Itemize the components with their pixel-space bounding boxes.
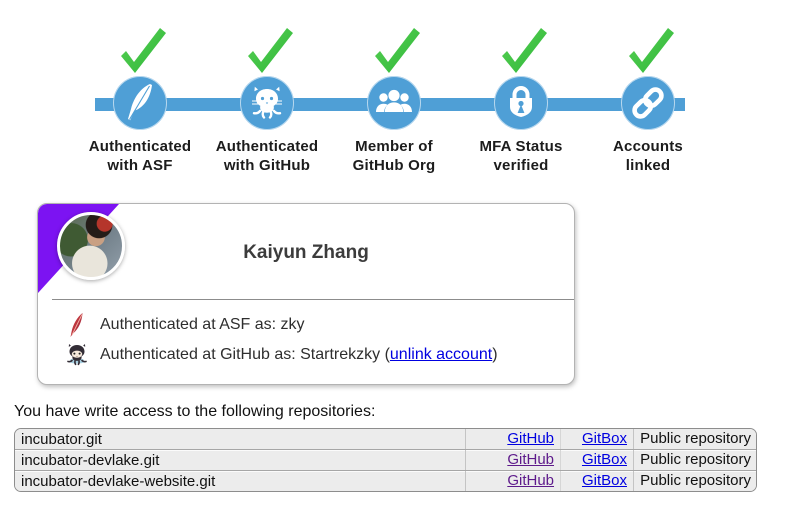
asf-auth-row: Authenticated at ASF as: zky [62, 312, 305, 338]
table-row: incubator-devlake.git GitHub GitBox Publ… [15, 449, 756, 470]
repo-name: incubator.git [21, 430, 102, 448]
unlink-account-link[interactable]: unlink account [389, 346, 493, 363]
repo-table: incubator.git GitHub GitBox Public repos… [14, 428, 757, 492]
github-auth-row: Authenticated at GitHub as: Startrekzky … [62, 343, 498, 367]
repo-name: incubator-devlake.git [21, 451, 160, 469]
people-group-icon [376, 89, 412, 112]
table-row: incubator-devlake-website.git GitHub Git… [15, 470, 756, 491]
repos-section-title: You have write access to the following r… [14, 403, 376, 420]
github-auth-suffix: ) [492, 346, 498, 363]
repo-visibility: Public repository [633, 429, 756, 449]
asf-auth-text: Authenticated at ASF as: zky [100, 316, 305, 333]
user-full-name: Kaiyun Zhang [243, 242, 369, 263]
github-auth-prefix: Authenticated at GitHub as: Startrekzky … [100, 346, 390, 363]
table-row: incubator.git GitHub GitBox Public repos… [15, 429, 756, 449]
green-check-icon [502, 28, 547, 73]
profile-card: Kaiyun Zhang Authenticated at ASF as: zk… [37, 203, 575, 385]
repo-name: incubator-devlake-website.git [21, 472, 216, 490]
mfa-lock-icon [510, 86, 532, 117]
green-check-icon [375, 28, 420, 73]
green-check-icon [248, 28, 293, 73]
repo-visibility: Public repository [633, 471, 756, 491]
green-check-icon [629, 28, 674, 73]
gitbox-link[interactable]: GitBox [581, 472, 627, 489]
apache-feather-icon [62, 312, 92, 338]
avatar [57, 212, 125, 280]
green-check-icon [121, 28, 166, 73]
github-link[interactable]: GitHub [507, 451, 554, 468]
asf-feather-icon [128, 84, 152, 121]
github-octocat-icon [252, 86, 282, 119]
github-link[interactable]: GitHub [507, 430, 554, 447]
chain-link-icon [632, 87, 664, 119]
octocat-icon [62, 343, 92, 367]
github-auth-text: Authenticated at GitHub as: Startrekzky … [100, 346, 498, 364]
gitbox-link[interactable]: GitBox [581, 451, 627, 468]
gitbox-link[interactable]: GitBox [581, 430, 627, 447]
repo-visibility: Public repository [633, 450, 756, 470]
card-divider [52, 299, 574, 300]
github-link[interactable]: GitHub [507, 472, 554, 489]
